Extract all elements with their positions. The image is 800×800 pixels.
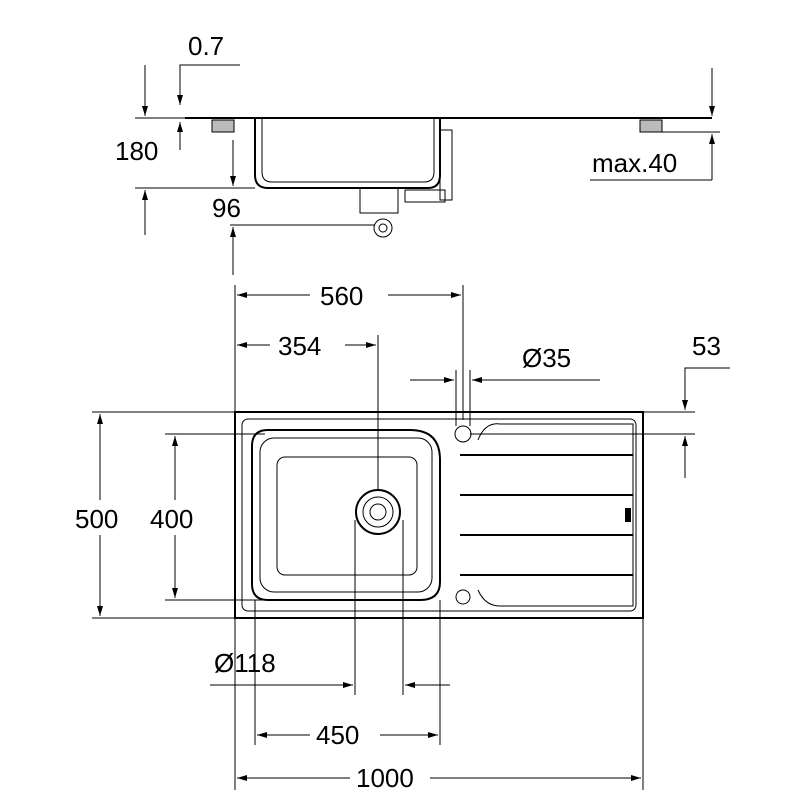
drain-ring [362, 496, 394, 528]
dim-drain-diameter: Ø118 [214, 648, 276, 678]
plan-view: 560 354 Ø35 53 500 400 Ø118 [75, 281, 730, 793]
dim-bowl-inner-width: 450 [316, 720, 359, 750]
dim-depth: 180 [115, 136, 158, 166]
bowl-inner-profile [261, 118, 435, 183]
overflow-pipe [439, 129, 453, 201]
drain-outlet [373, 218, 393, 238]
drain-fitting [359, 187, 399, 214]
drain-center [369, 503, 387, 521]
mounting-clamp-left [211, 119, 235, 133]
dim-tap-hole-offset: 53 [692, 331, 721, 361]
dim-drain-height: 96 [212, 193, 241, 223]
bowl-outline [251, 429, 441, 601]
drain-outlet-inner [378, 223, 388, 233]
dim-worktop-max: max.40 [592, 148, 677, 178]
dim-tap-hole-diameter: Ø35 [522, 343, 571, 373]
dim-bowl-depth: 400 [150, 504, 193, 534]
dim-thickness-leader [177, 64, 240, 105]
dim-sheet-thickness: 0.7 [188, 31, 224, 61]
dim-overall-depth: 500 [75, 504, 118, 534]
dim-drain-offset: 354 [278, 331, 321, 361]
dim-arrow [682, 367, 730, 410]
tap-hole [454, 425, 472, 443]
sink-inner-edge [241, 418, 637, 612]
drainboard [477, 423, 634, 607]
mounting-clamp-right [639, 119, 663, 133]
dim-overall-width: 1000 [356, 763, 414, 793]
bowl-inner [259, 437, 433, 593]
bowl-floor [276, 456, 418, 576]
drainboard-stop [625, 508, 631, 522]
overflow-hose [404, 189, 446, 203]
dim-bowl-width: 560 [320, 281, 363, 311]
side-view: 0.7 180 96 max.40 [115, 31, 720, 275]
bowl-profile [254, 118, 441, 189]
tap-hole-secondary [455, 589, 471, 605]
